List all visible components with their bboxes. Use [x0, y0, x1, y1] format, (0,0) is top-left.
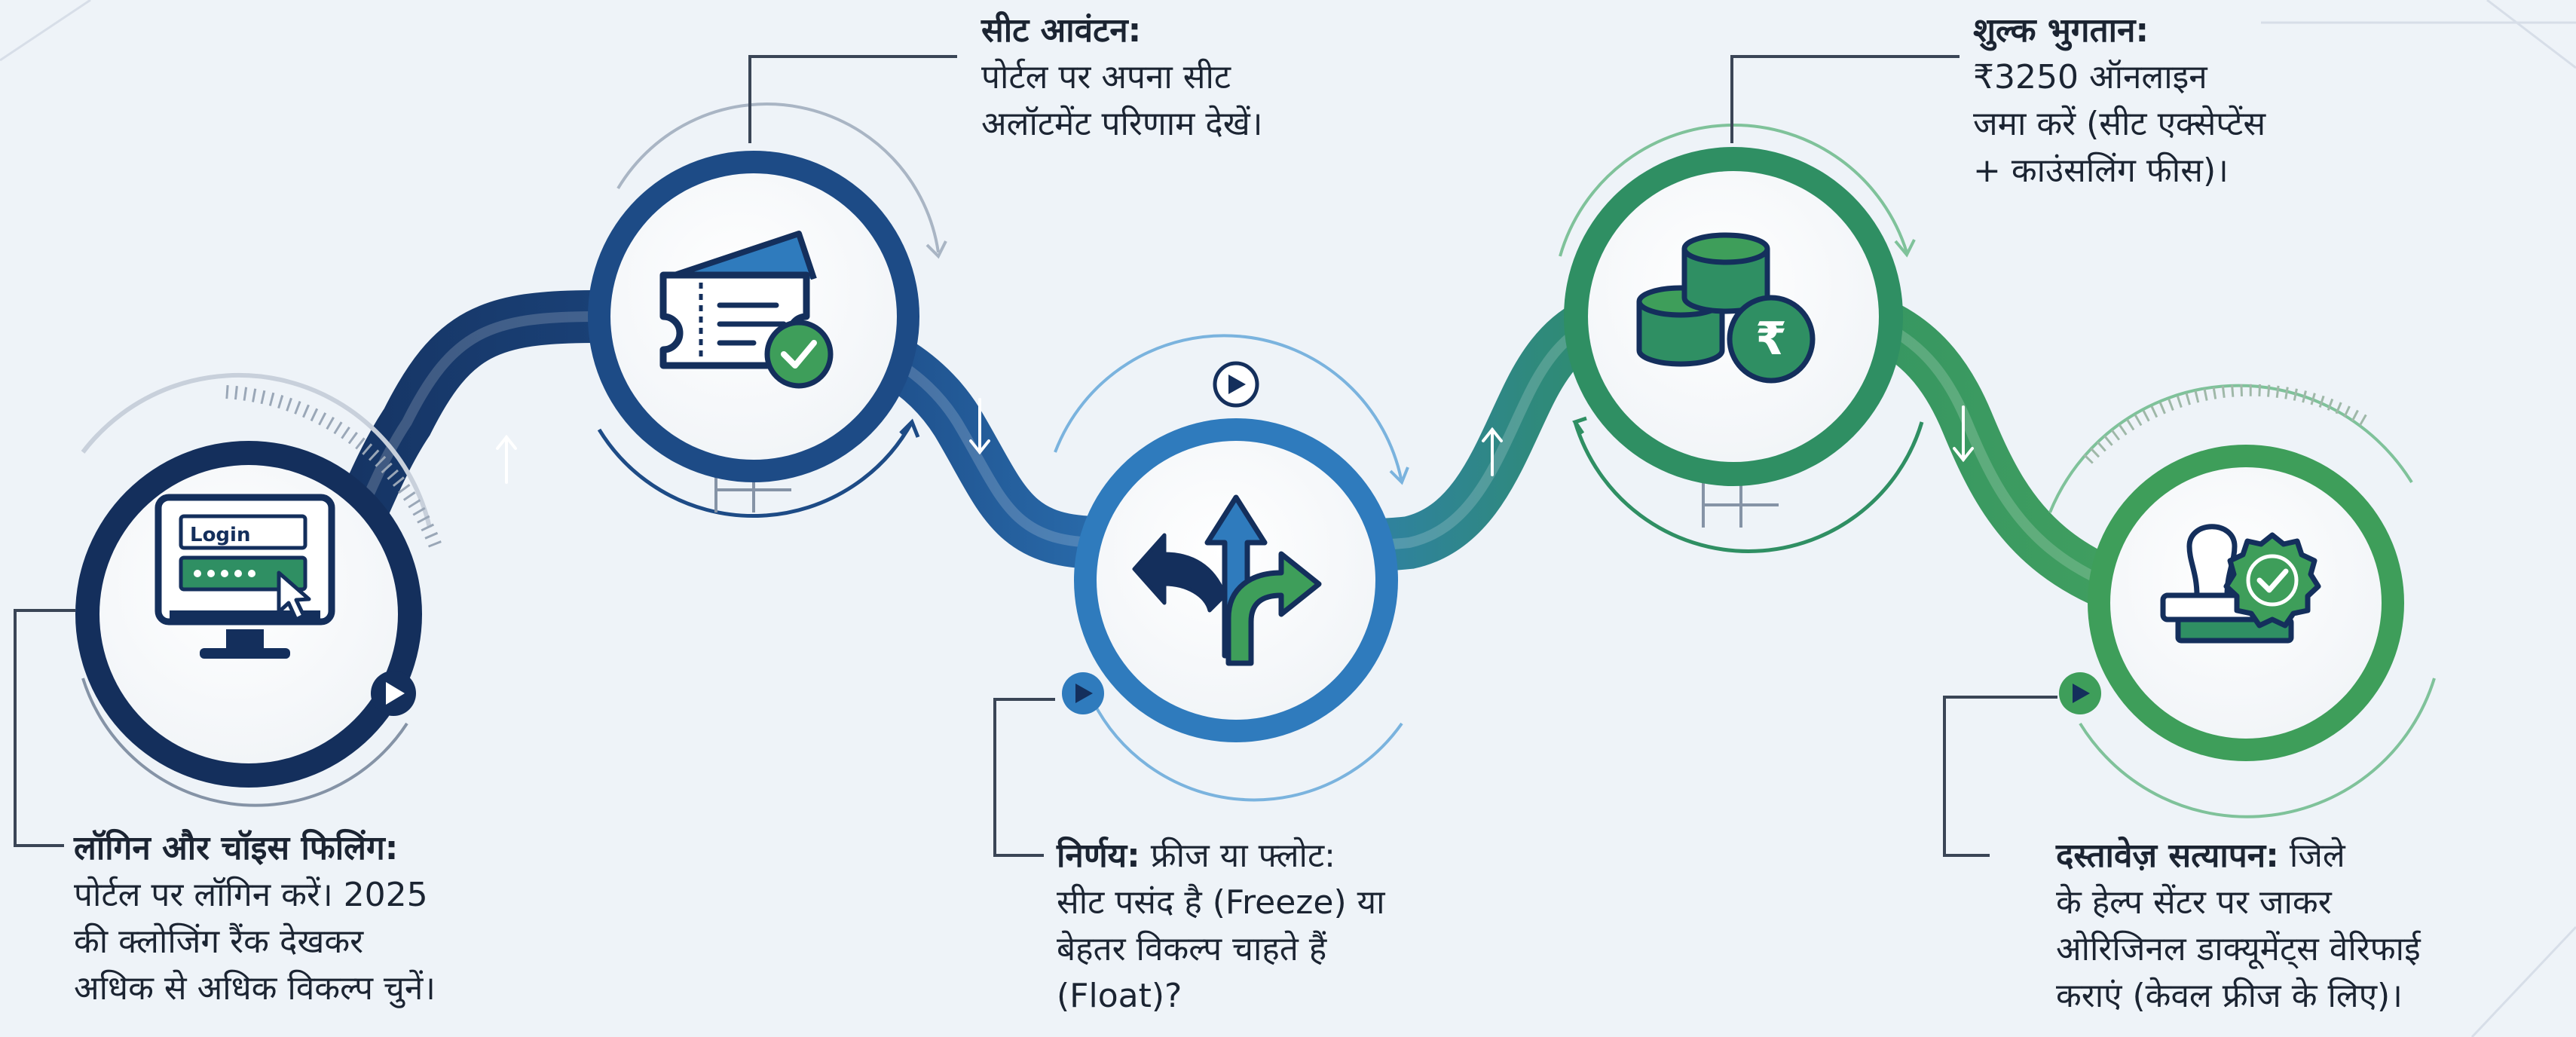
connector-fee-payment [1730, 55, 1960, 143]
step-decision-line-3: (Float)? [1057, 977, 1182, 1015]
step-fee-payment-line-1: ₹3250 ऑनलाइन [1973, 58, 2207, 96]
play-icon [1213, 361, 1259, 408]
step-document-verification-line-2: ओरिजिनल डाक्यूमेंट्स वेरिफाई [2056, 930, 2421, 968]
step-decision-text: निर्णय: फ्रीज या फ्लोट: सीट पसंद है (Fre… [1057, 833, 1385, 1020]
play-icon [1062, 672, 1104, 714]
step-login-text: लॉगिन और चॉइस फिलिंग: पोर्टल पर लॉगिन कर… [74, 825, 436, 1012]
step-fee-payment-text: शुल्क भुगतान: ₹3250 ऑनलाइन जमा करें (सीट… [1973, 8, 2265, 194]
step-document-verification-line-3: कराएं (केवल फ्रीज के लिए)। [2056, 977, 2403, 1015]
step-decision-line-1: सीट पसंद है (Freeze) या [1057, 883, 1385, 922]
step-login-line-2: की क्लोजिंग रैंक देखकर [74, 922, 364, 961]
split-arrows-icon [1132, 494, 1322, 666]
step-seat-allotment-text: सीट आवंटन: पोर्टल पर अपना सीट अलॉटमेंट प… [981, 8, 1262, 148]
step-login-line-1: पोर्टल पर लॉगिन करें। 2025 [74, 876, 428, 914]
step-decision-line-2: बेहतर विकल्प चाहते हैं [1057, 930, 1327, 968]
play-icon [371, 671, 416, 716]
connector-decision [993, 698, 1055, 857]
step-seat-allotment-line-1: पोर्टल पर अपना सीट [981, 58, 1231, 96]
step-decision-title-rest: फ्रीज या फ्लोट: [1150, 837, 1335, 875]
stamp-check-icon [2160, 524, 2321, 644]
ticket-check-icon [659, 231, 834, 389]
step-fee-payment-title: शुल्क भुगतान: [1973, 11, 2149, 50]
down-arrow-icon [1953, 405, 1974, 463]
step-decision-node [1054, 334, 1409, 802]
step-fee-payment-node: ₹ [1559, 124, 1924, 553]
step-decision-title: निर्णय: [1057, 837, 1140, 875]
progress-arc [81, 372, 432, 528]
connector-login [14, 609, 75, 847]
step-seat-allotment-title: सीट आवंटन: [981, 11, 1142, 50]
connector-document-verification [1943, 696, 2057, 857]
step-document-verification-title: दस्तावेज़ सत्यापन: [2056, 837, 2279, 875]
step-fee-payment-line-2: जमा करें (सीट एक्सेप्टेंस [1973, 105, 2266, 143]
step-document-verification-node [2048, 384, 2436, 818]
step-login-title: लॉगिन और चॉइस फिलिंग: [74, 829, 399, 867]
step-document-verification-title-rest: जिले [2289, 837, 2345, 875]
step-login-line-3: अधिक से अधिक विकल्प चुनें। [74, 969, 436, 1008]
step-login-node: Login [75, 372, 444, 807]
step-document-verification-text: दस्तावेज़ सत्यापन: जिले के हेल्प सेंटर प… [2056, 833, 2421, 1020]
login-field-label: Login [190, 524, 250, 546]
rupee-coins-icon: ₹ [1636, 232, 1816, 384]
down-arrow-icon [969, 398, 990, 455]
path-direction-arrows [496, 398, 1974, 484]
login-monitor-icon: Login [154, 494, 335, 659]
step-fee-payment-line-3: + काउंसलिंग फीस)। [1973, 151, 2229, 190]
play-icon [2059, 672, 2101, 714]
svg-text:₹: ₹ [1755, 313, 1787, 366]
connector-seat-allotment [748, 55, 957, 143]
step-document-verification-line-1: के हेल्प सेंटर पर जाकर [2056, 883, 2332, 922]
up-arrow-icon [1482, 427, 1503, 476]
up-arrow-icon [496, 434, 517, 484]
step-seat-allotment-node [588, 102, 947, 518]
step-seat-allotment-line-2: अलॉटमेंट परिणाम देखें। [981, 105, 1263, 143]
